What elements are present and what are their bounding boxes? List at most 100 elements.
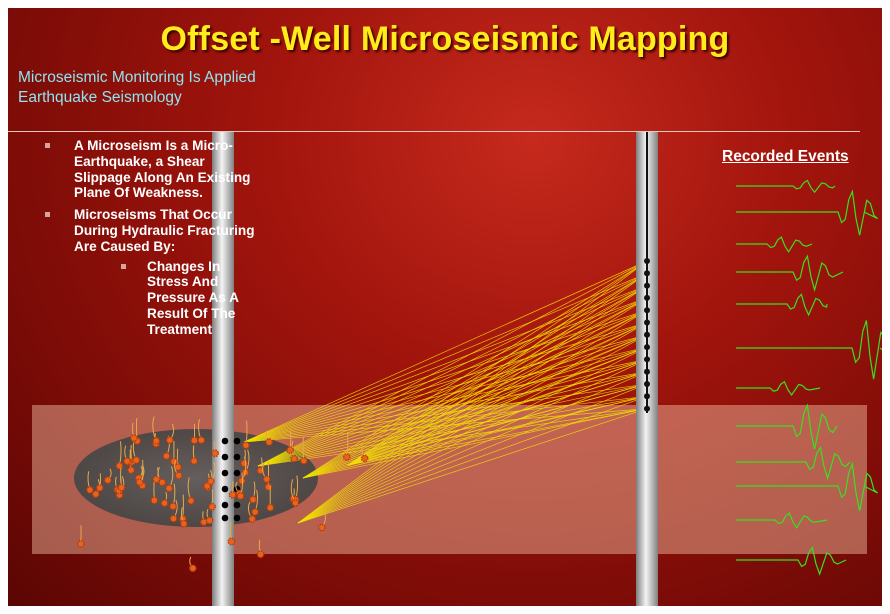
ray-line xyxy=(243,322,648,443)
ray-line xyxy=(243,383,648,443)
perforation-dot xyxy=(221,501,229,509)
microseismic-event xyxy=(228,490,237,499)
microseismic-event xyxy=(290,454,298,463)
ray-line xyxy=(243,297,648,443)
microseismic-event xyxy=(115,461,124,470)
treatment-well xyxy=(212,131,234,606)
microseismic-event xyxy=(197,436,206,444)
waveform xyxy=(736,293,828,317)
ray-line xyxy=(302,334,648,479)
receiver-dot xyxy=(644,381,650,387)
microseismic-event xyxy=(174,471,183,480)
perforation-dot xyxy=(233,453,241,461)
ray-line xyxy=(257,383,648,467)
microseismic-event xyxy=(170,457,178,466)
microseismic-event xyxy=(360,454,369,463)
receiver-dot xyxy=(644,258,650,264)
microseismic-event xyxy=(117,483,126,492)
ray-line xyxy=(297,346,648,524)
microseismic-event xyxy=(242,441,250,450)
ray-line xyxy=(302,408,648,479)
microseismic-event xyxy=(240,459,249,468)
waveform xyxy=(736,446,851,481)
microseismic-event xyxy=(299,456,308,465)
microseismic-event xyxy=(150,496,159,505)
receiver-dot xyxy=(644,307,650,314)
bullet-list: A Microseism Is a Micro-Earthquake, a Sh… xyxy=(42,138,257,344)
receiver-dot xyxy=(644,344,650,351)
microseismic-event xyxy=(203,482,212,490)
perforation-dot xyxy=(221,437,229,445)
ray-line xyxy=(243,408,648,443)
ray-line xyxy=(243,359,648,443)
ray-line xyxy=(243,272,648,443)
receiver-dot xyxy=(644,270,650,277)
ray-line xyxy=(243,260,648,443)
microseismic-event xyxy=(103,476,112,485)
microseismic-event xyxy=(236,492,245,500)
ray-line xyxy=(297,408,648,524)
waveform xyxy=(736,189,878,236)
ray-line xyxy=(302,395,648,479)
perforation-dot xyxy=(221,453,229,461)
ray-line xyxy=(347,359,648,466)
divider-line xyxy=(8,131,860,132)
microseismic-event xyxy=(165,436,174,445)
slide-title: Offset -Well Microseismic Mapping xyxy=(160,20,730,58)
ray-line xyxy=(297,371,648,524)
ray-line xyxy=(302,260,648,479)
event-group xyxy=(76,416,369,573)
microseismic-event xyxy=(190,436,199,445)
microseismic-event xyxy=(165,484,174,493)
ray-line xyxy=(297,273,648,524)
ray-line xyxy=(302,383,648,479)
bullet-text: A Microseism Is a Micro-Earthquake, a Sh… xyxy=(74,138,251,201)
ray-line xyxy=(297,395,648,524)
microseismic-event xyxy=(86,486,94,494)
waveform xyxy=(736,380,821,397)
microseismic-event xyxy=(205,516,214,525)
ray-line xyxy=(347,395,648,466)
ray-line xyxy=(302,297,648,479)
microseismic-event xyxy=(188,564,197,573)
microseismic-event xyxy=(237,476,246,485)
microseismic-event xyxy=(160,499,169,508)
perforation-dot xyxy=(221,485,229,493)
microseismic-event xyxy=(190,457,199,465)
recorded-events-label: Recorded Events xyxy=(722,148,849,165)
microseismic-event xyxy=(266,503,275,512)
ray-line xyxy=(257,260,648,467)
waveform xyxy=(736,546,847,576)
microseismic-event xyxy=(152,436,161,445)
bullet-item: Microseisms That Occur During Hydraulic … xyxy=(42,207,257,337)
microseismic-event xyxy=(291,499,300,507)
microseismic-event xyxy=(174,463,182,472)
ray-line xyxy=(302,272,648,479)
ray-line xyxy=(257,309,648,467)
microseismic-event xyxy=(127,466,136,475)
microseismic-event xyxy=(152,475,161,484)
perforation-dot xyxy=(233,469,241,477)
waveform xyxy=(736,254,844,293)
receiver-dot xyxy=(644,319,650,326)
perforation-dot xyxy=(221,514,229,522)
receiver-dot xyxy=(644,405,650,412)
ray-line xyxy=(302,371,648,479)
microseismic-event xyxy=(342,453,351,462)
ray-line xyxy=(302,346,648,479)
ray-line xyxy=(347,334,648,466)
sub-bullet-item: Changes In Stress And Pressure As A Resu… xyxy=(74,259,257,338)
microseismic-event xyxy=(123,457,131,466)
microseismic-event xyxy=(265,438,273,446)
microseismic-event xyxy=(206,477,215,486)
ray-line xyxy=(347,309,648,466)
ray-group xyxy=(243,260,648,524)
waveform xyxy=(736,403,838,450)
microseismic-event xyxy=(135,478,144,487)
ray-line xyxy=(347,260,648,466)
microseismic-event xyxy=(180,519,188,528)
waveform xyxy=(736,461,878,512)
bullet-text: Microseisms That Occur During Hydraulic … xyxy=(74,207,255,254)
ray-line xyxy=(302,322,648,479)
microseismic-event xyxy=(262,475,271,484)
